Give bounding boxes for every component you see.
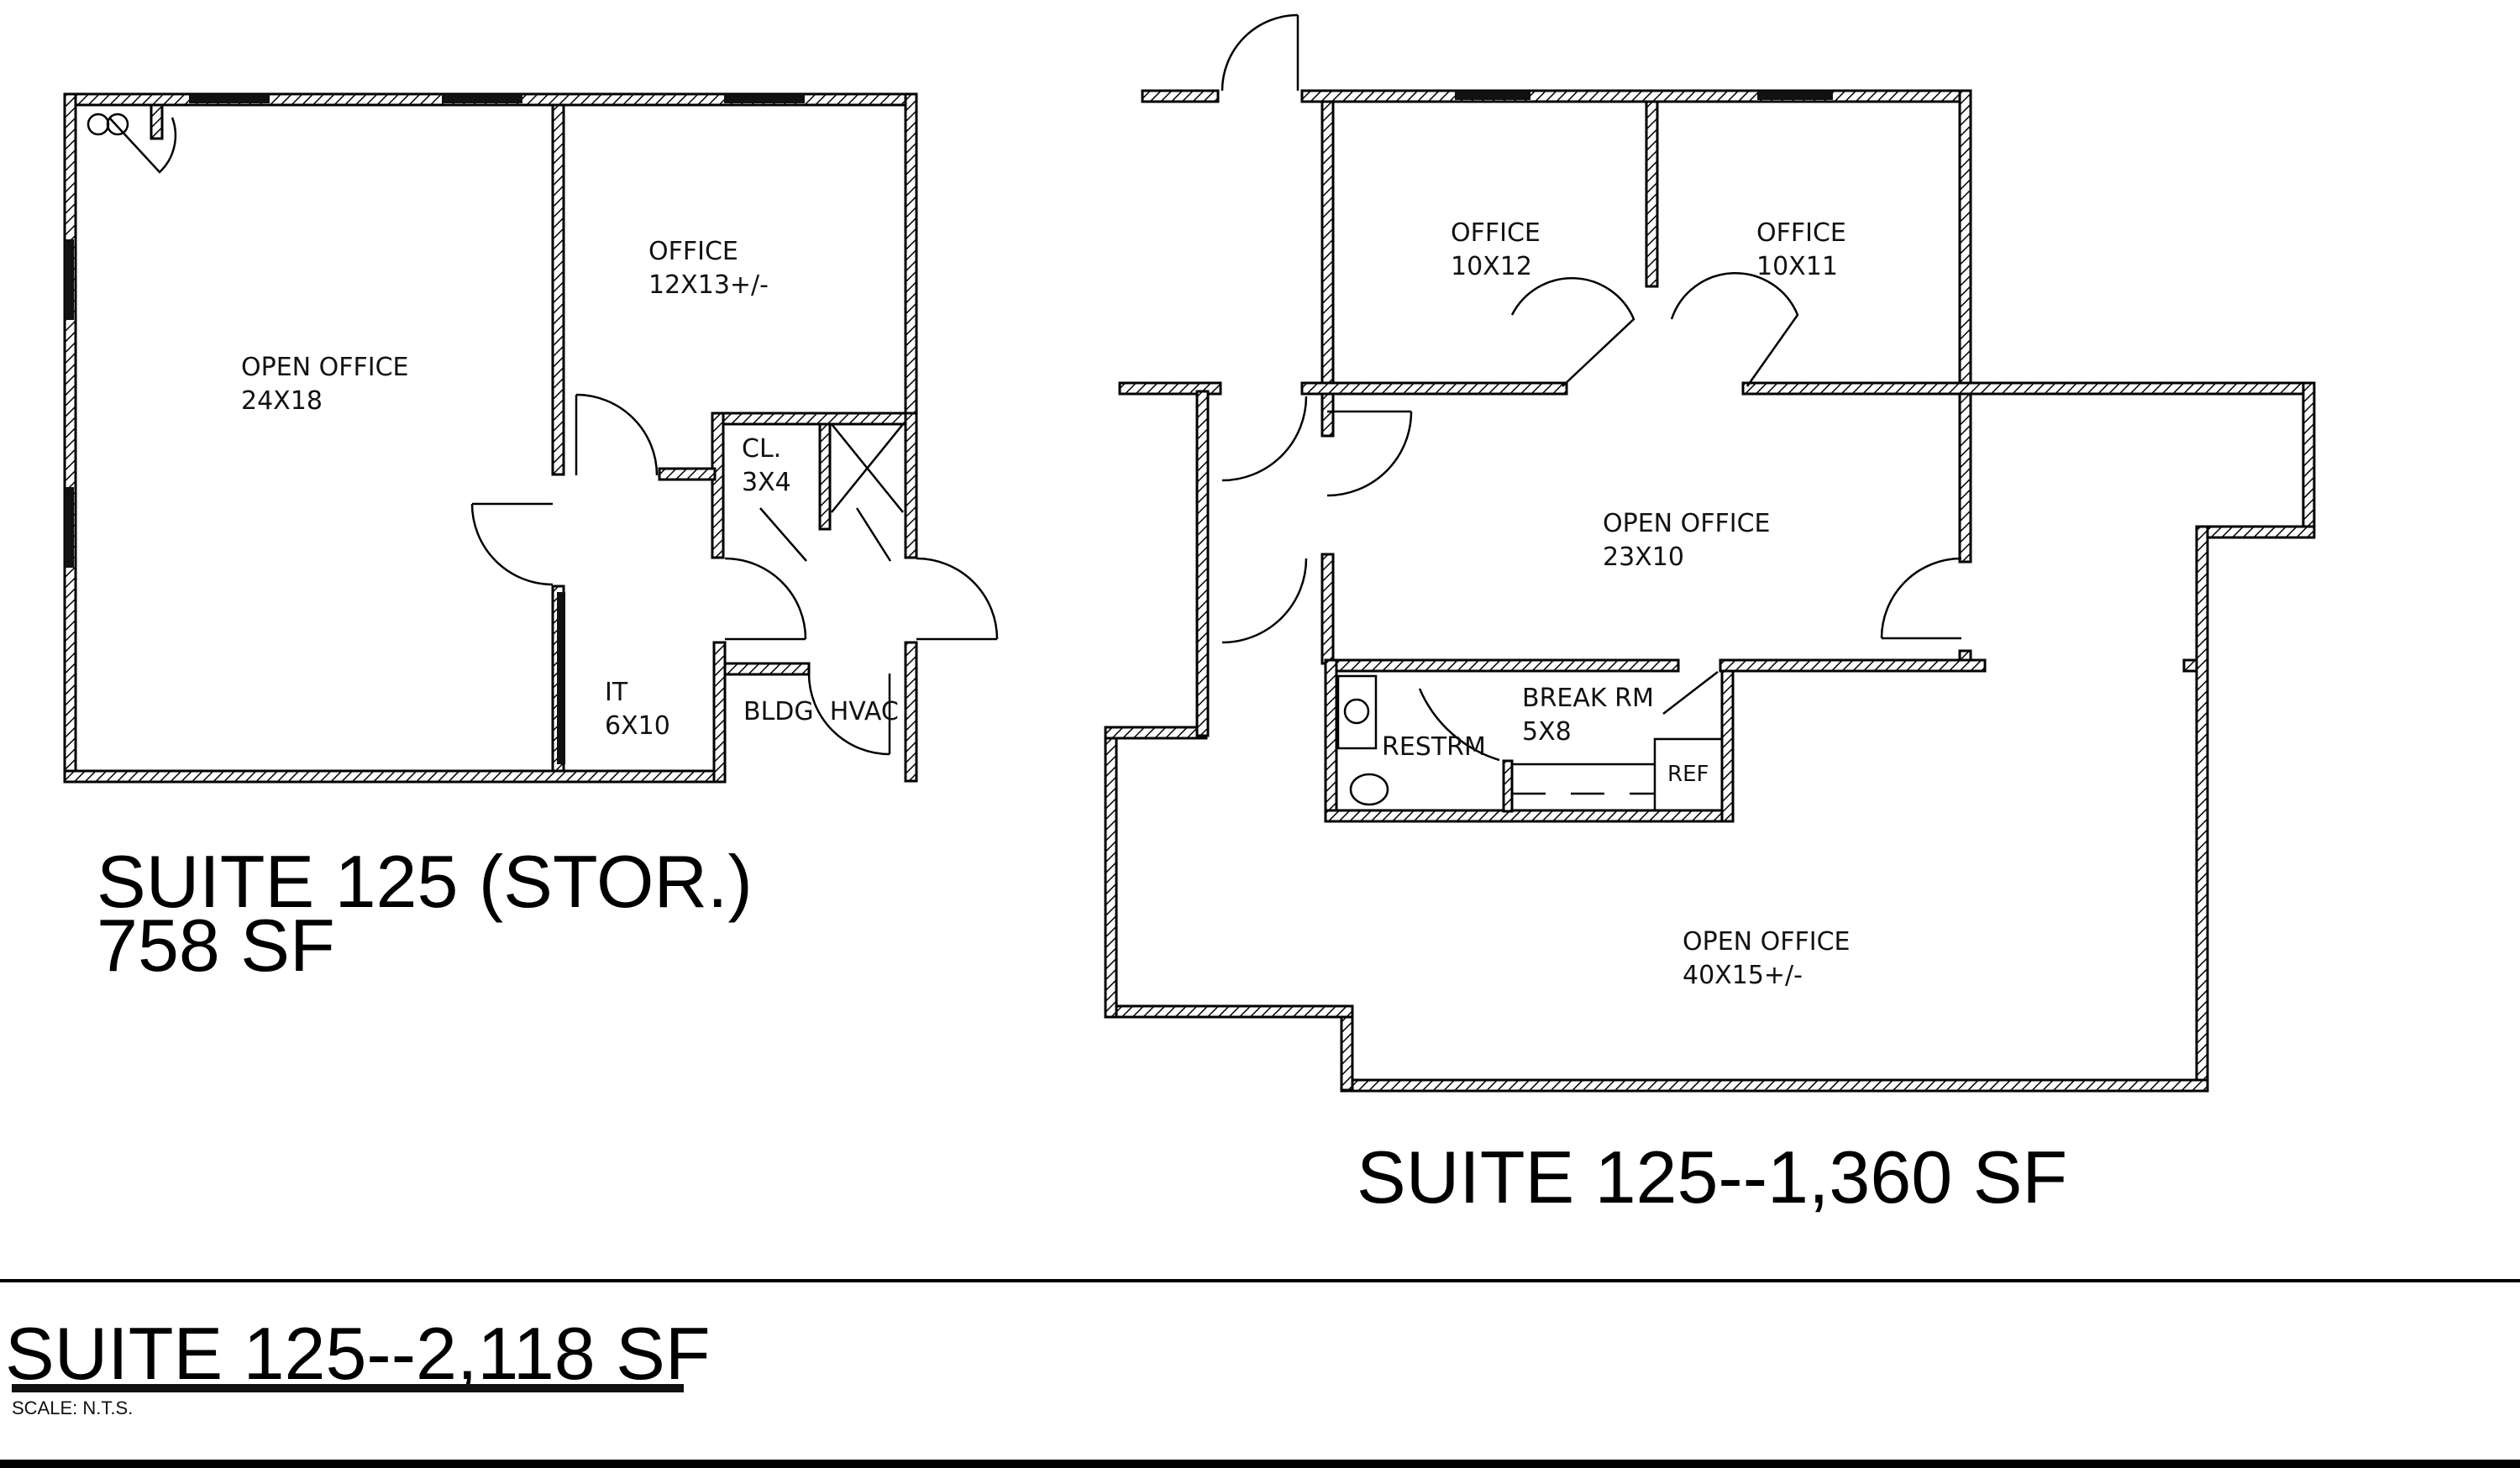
title-underline [12, 1384, 684, 1392]
room-label-ref: REF [1667, 762, 1709, 787]
door-swings [87, 13, 1962, 812]
divider-line [0, 1279, 2520, 1282]
storage-suite-title: SUITE 125 (STOR.) [97, 840, 753, 923]
room-label-bldg-hvac: BLDG HVAC [743, 697, 899, 726]
scale-note: SCALE: N.T.S. [12, 1397, 134, 1418]
bottom-border [0, 1460, 2520, 1468]
document-title: SUITE 125--2,118 SF [5, 1312, 711, 1395]
room-label-restroom: RESTRM [1382, 732, 1486, 762]
main-suite-title: SUITE 125--1,360 SF [1357, 1135, 2068, 1219]
storage-suite-walls [63, 92, 918, 784]
windows [65, 91, 1833, 764]
main-suite-walls [1104, 89, 2316, 1093]
storage-suite-area: 758 SF [97, 904, 335, 987]
room-label-closet: CL.3X4 [742, 434, 791, 497]
